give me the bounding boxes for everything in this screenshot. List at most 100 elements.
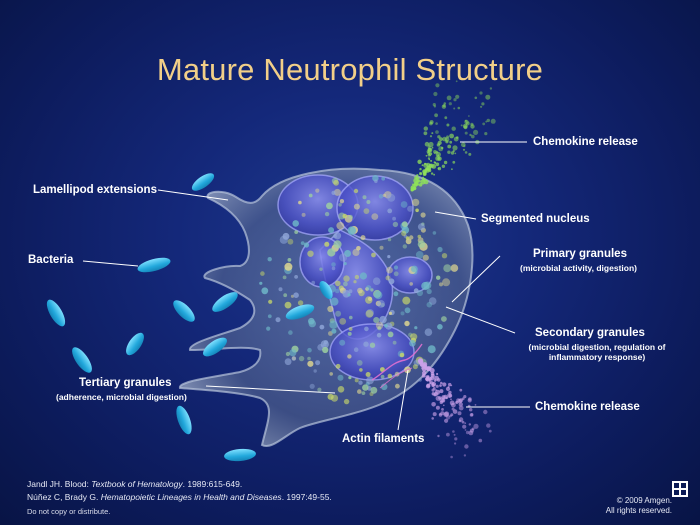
granule — [331, 262, 336, 267]
granule — [417, 240, 426, 248]
chemokine-particle — [452, 145, 458, 151]
chemokine-particle — [464, 119, 467, 122]
granule — [330, 297, 339, 306]
granule — [366, 309, 374, 317]
granule — [366, 200, 371, 204]
granule — [358, 380, 363, 385]
granule — [343, 398, 350, 405]
granule — [308, 317, 315, 325]
granule — [284, 262, 293, 271]
chemokine-particle — [454, 437, 458, 441]
chemokine-particle — [450, 398, 452, 401]
chemokine-particle — [453, 107, 456, 110]
chemokine-particle — [449, 400, 455, 406]
chemokine-particle — [468, 430, 474, 436]
granule — [426, 288, 432, 295]
granule — [317, 344, 324, 351]
granule — [315, 360, 321, 366]
chemokine-particle — [462, 148, 466, 151]
granule — [298, 200, 302, 205]
granule — [268, 299, 273, 304]
granule — [278, 287, 283, 292]
granule — [266, 326, 271, 331]
chemokine-particle — [443, 160, 448, 165]
granule — [378, 194, 384, 199]
granule — [363, 208, 370, 215]
chemokine-particle — [435, 389, 437, 391]
granule — [328, 331, 333, 336]
chemokine-particle — [425, 154, 428, 157]
chemokine-particle — [449, 140, 453, 144]
granule — [450, 264, 459, 272]
granule — [371, 213, 379, 221]
label-chemokine-release-top: Chemokine release — [533, 136, 638, 148]
granule — [365, 372, 371, 377]
chemokine-particle — [436, 372, 439, 376]
granule — [301, 212, 306, 217]
granule — [365, 310, 374, 318]
chemokine-particle — [459, 388, 463, 392]
granule — [293, 292, 299, 299]
granule — [404, 307, 411, 314]
chemokine-particle — [443, 404, 445, 407]
chemokine-particle — [432, 383, 435, 386]
granule — [400, 311, 405, 316]
chemokine-particle — [419, 172, 423, 176]
granule — [300, 241, 305, 246]
granule — [369, 342, 376, 348]
granule — [393, 265, 399, 270]
granule — [393, 271, 399, 277]
label-bacteria: Bacteria — [28, 254, 74, 266]
chemokine-particle — [473, 129, 479, 135]
copyright-line-2: All rights reserved. — [605, 506, 672, 515]
chemokine-particle — [428, 377, 432, 381]
bacterium — [285, 304, 315, 320]
actin-filaments — [371, 343, 423, 381]
chemokine-particle — [444, 411, 450, 417]
granule — [297, 300, 304, 306]
footer-notice: Do not copy or distribute. — [27, 507, 111, 516]
granule — [364, 326, 369, 332]
granule — [402, 296, 411, 305]
chemokine-particle — [441, 395, 446, 400]
chemokine-particle — [426, 383, 431, 388]
chemokine-particle — [432, 412, 437, 417]
chemokine-particle — [442, 136, 447, 142]
granule — [421, 281, 430, 291]
chemokine-particle — [464, 422, 467, 425]
granule — [336, 221, 345, 230]
granule — [330, 394, 339, 402]
granule — [392, 216, 396, 221]
granule — [380, 383, 388, 391]
chemokine-particle — [449, 414, 452, 418]
chemokine-particle — [468, 115, 470, 117]
chemokine-particle — [437, 434, 440, 438]
chemokine-particle — [447, 150, 451, 154]
granule — [348, 327, 353, 331]
chemokine-particle — [465, 121, 470, 126]
granule — [353, 280, 357, 284]
bacteria-group — [46, 173, 333, 462]
bacterium — [46, 299, 66, 327]
reference-nunez: Núñez C, Brady G. Hematopoietic Lineages… — [27, 492, 332, 502]
granule — [400, 201, 408, 208]
granule — [365, 285, 372, 291]
chemokine-particle — [439, 389, 444, 394]
granule — [329, 320, 338, 329]
granule — [335, 280, 341, 287]
granule — [315, 188, 320, 193]
granule — [362, 384, 369, 391]
label-tertiary-granules: Tertiary granules — [79, 377, 172, 389]
label-actin-filaments: Actin filaments — [342, 433, 425, 445]
chemokine-particle — [418, 358, 423, 363]
granule — [339, 339, 346, 346]
chemokine-particle — [450, 413, 454, 417]
granule — [356, 360, 363, 366]
granule — [379, 315, 387, 324]
chemokine-particle — [433, 173, 435, 176]
granule — [436, 275, 441, 280]
chemokine-particle — [447, 144, 452, 149]
granule — [353, 203, 360, 210]
granule — [395, 383, 400, 389]
